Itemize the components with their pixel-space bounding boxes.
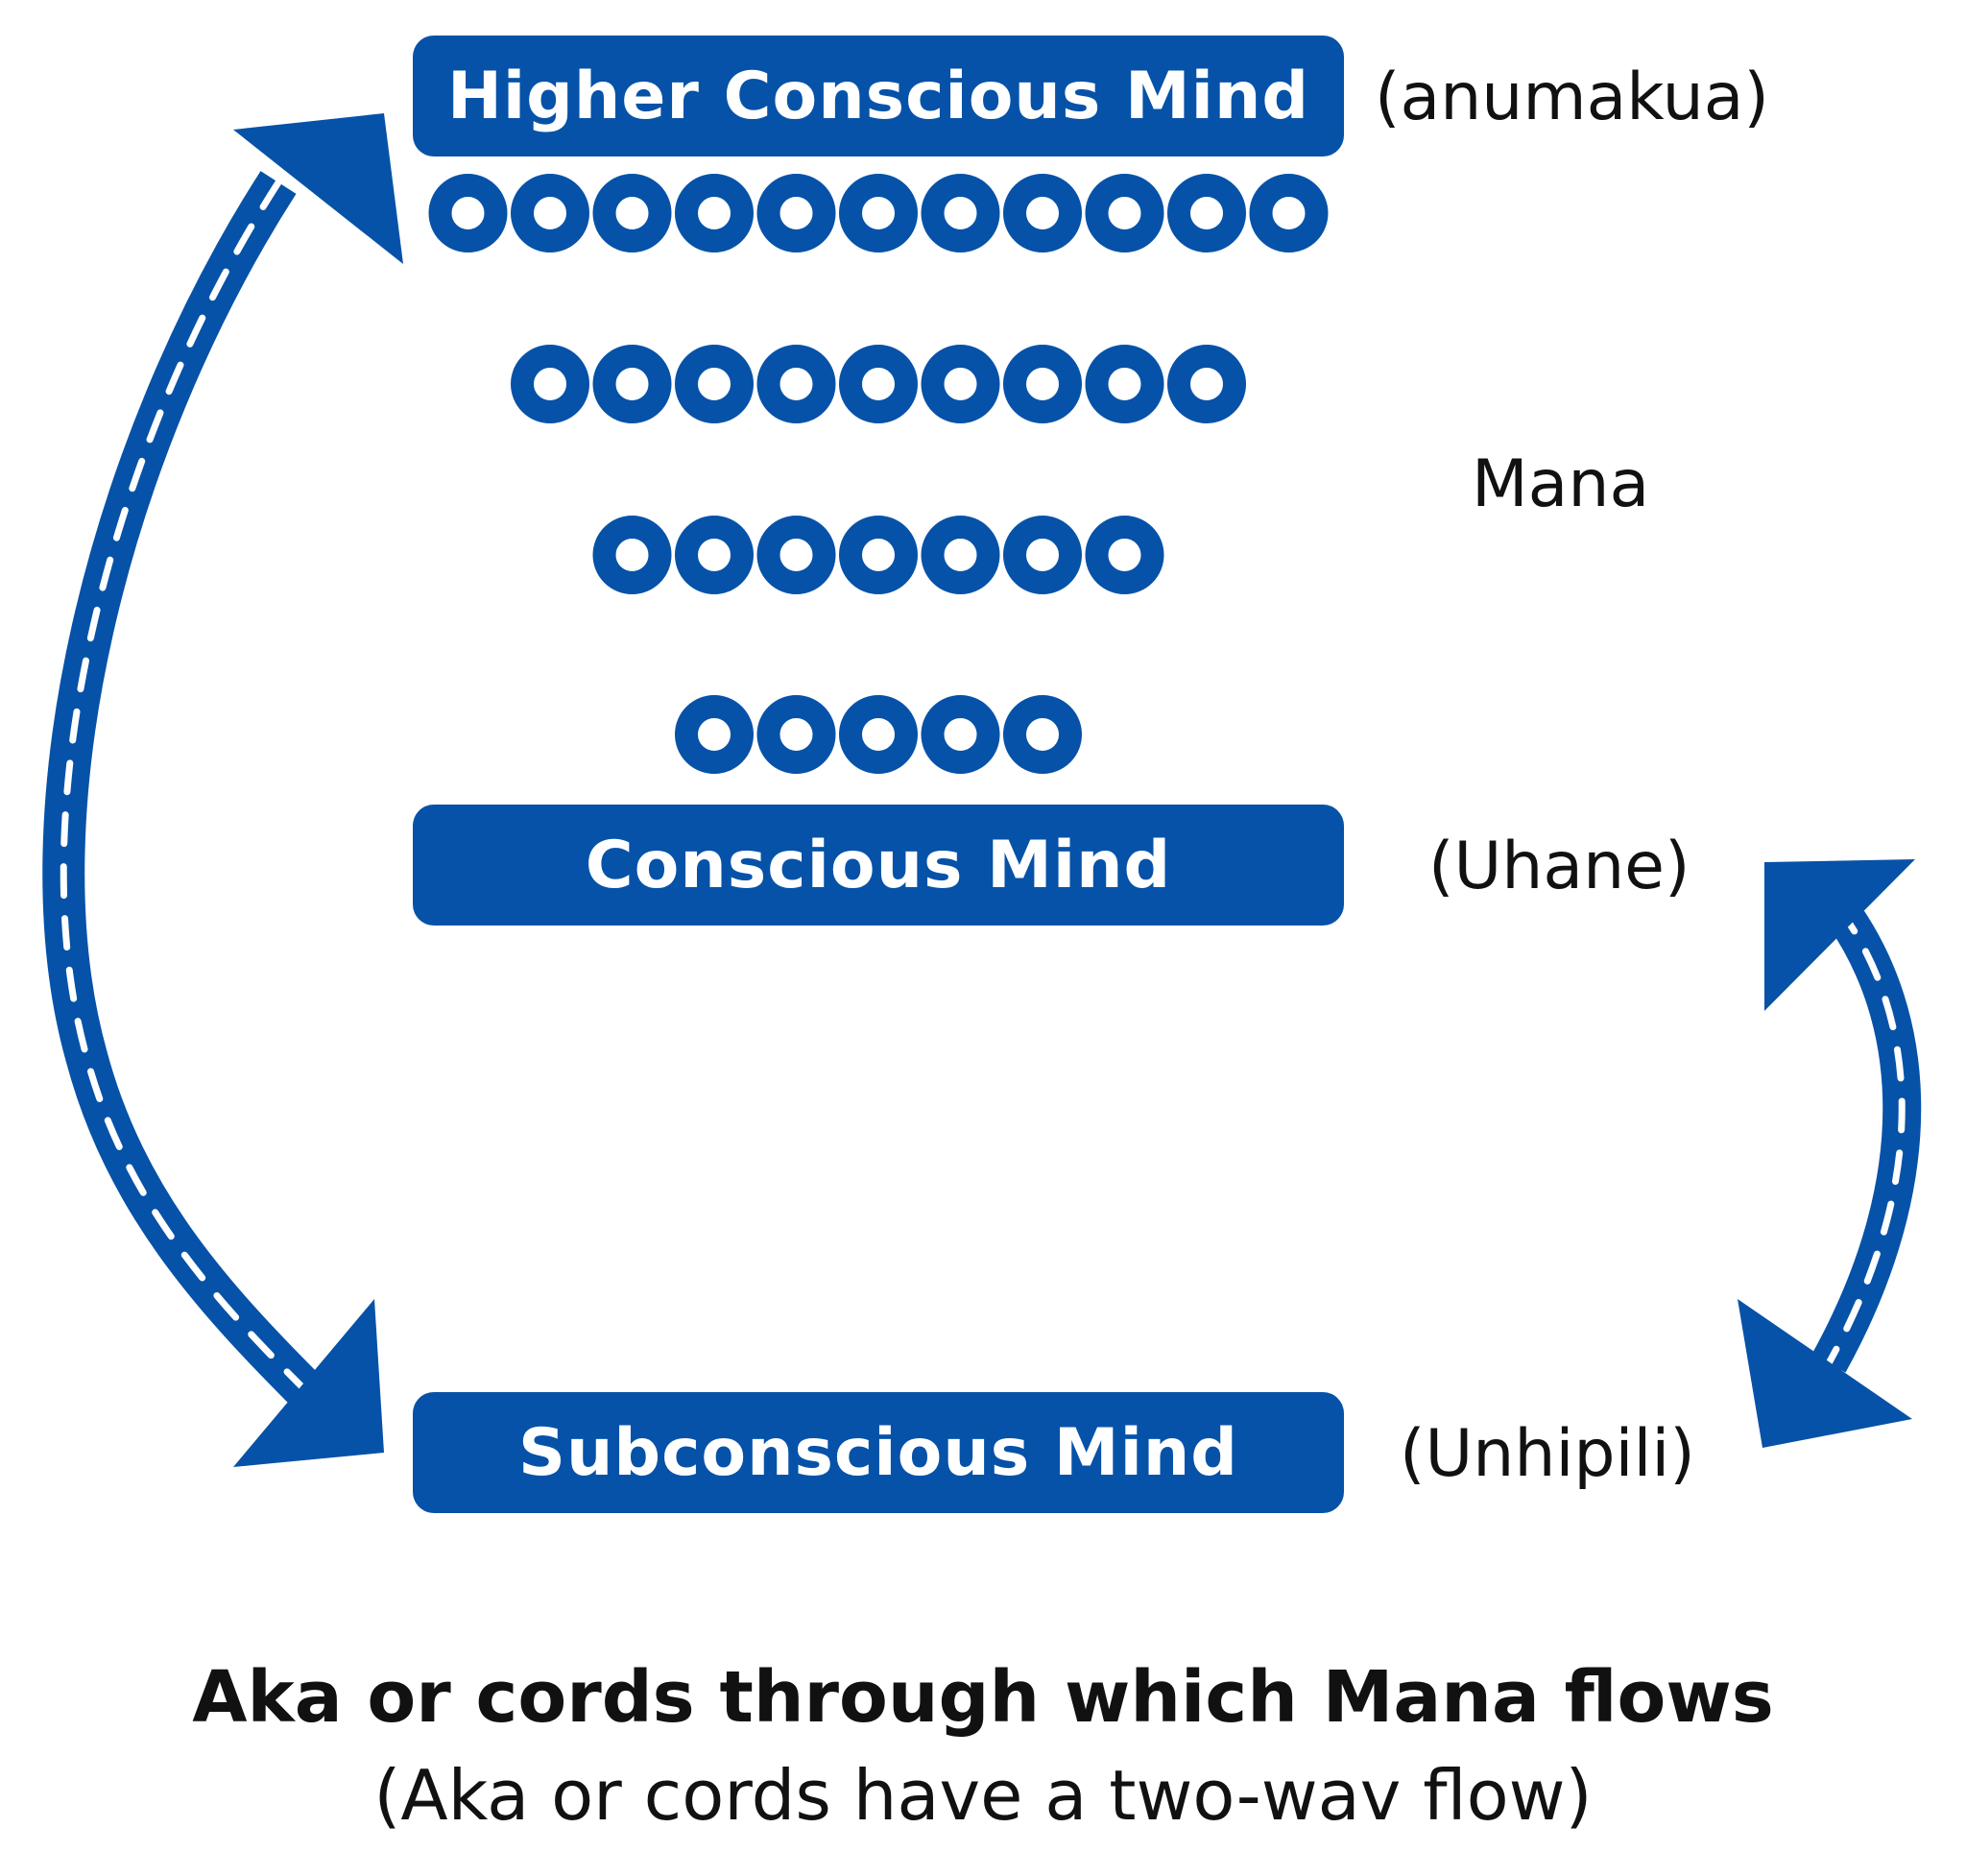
caption-title: Aka or cords through which Mana flows [192,1656,1774,1739]
higher-conscious-mind-box: Higher Conscious Mind [413,36,1344,156]
right-double-arrow-icon [1738,859,1922,1448]
higher-conscious-mind-label: Higher Conscious Mind [446,58,1310,134]
mana-circle-icon [511,345,589,423]
mana-circle-icon [1003,695,1082,774]
subconscious-mind-label: Subconscious Mind [518,1414,1238,1491]
mana-circle-icon [1167,345,1246,423]
mana-circle-icon [839,174,918,253]
caption-subtitle: (Aka or cords have a two-wav flow) [373,1755,1593,1836]
mana-circle-icon [592,345,672,423]
mana-circle-icon [675,516,754,594]
mana-circle-icon [675,695,754,774]
mana-circle-icon [921,516,1000,594]
subconscious-mind-box: Subconscious Mind [413,1392,1344,1513]
uhane-label: (Uhane) [1428,829,1690,904]
mana-circle-icon [1085,516,1164,594]
mana-label: Mana [1472,446,1650,522]
mana-circle-icon [756,695,836,774]
mana-circle-icon [756,516,836,594]
mana-circle-icon [428,174,508,253]
mana-circle-icon [592,174,672,253]
anumakua-label: (anumakua) [1375,60,1769,135]
mana-circle-icon [756,345,836,423]
conscious-mind-box: Conscious Mind [413,805,1344,926]
conscious-mind-label: Conscious Mind [585,827,1172,903]
mana-circle-icon [921,345,1000,423]
left-double-arrow-icon [42,113,403,1467]
mana-circle-icon [1003,345,1082,423]
mana-circle-icon [921,695,1000,774]
mana-circle-icon [1085,174,1164,253]
mana-circle-icon [1085,345,1164,423]
mana-circle-icon [592,516,672,594]
unhipili-label: (Unhipili) [1400,1416,1695,1492]
mana-circle-icon [1249,174,1329,253]
mana-circle-icon [511,174,589,253]
mana-circle-icon [1167,174,1246,253]
mana-circle-icon [675,345,754,423]
mana-circle-icon [839,516,918,594]
mana-circles [428,174,1329,774]
mana-circle-icon [756,174,836,253]
mana-circle-icon [675,174,754,253]
mana-circle-icon [839,695,918,774]
mana-circle-icon [1003,174,1082,253]
mana-circle-icon [921,174,1000,253]
mana-circle-icon [1003,516,1082,594]
mana-circle-icon [839,345,918,423]
